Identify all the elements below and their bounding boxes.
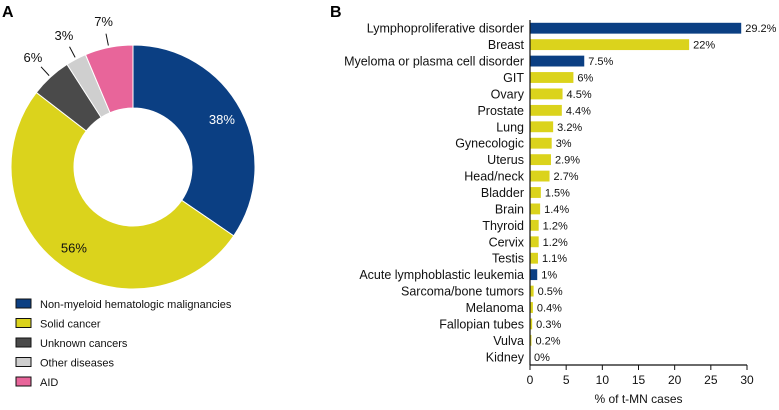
value-label-2: 7.5% <box>588 56 613 68</box>
bar-6 <box>530 121 554 133</box>
bar-12 <box>530 219 539 231</box>
value-label-18: 0.3% <box>536 319 561 331</box>
category-label-7: Gynecologic <box>455 137 524 151</box>
category-label-11: Brain <box>495 202 524 216</box>
x-tick-label-3: 15 <box>632 373 646 387</box>
bar-1 <box>530 39 690 51</box>
value-label-12: 1.2% <box>543 220 568 232</box>
value-label-1: 22% <box>693 40 715 52</box>
value-label-9: 2.7% <box>554 171 579 183</box>
bar-11 <box>530 203 541 215</box>
category-label-2: Myeloma or plasma cell disorder <box>344 55 524 69</box>
bar-8 <box>530 154 551 166</box>
legend-swatch-3 <box>15 357 32 367</box>
category-label-19: Vulva <box>493 334 524 348</box>
legend-swatch-2 <box>15 337 32 348</box>
category-label-1: Breast <box>488 38 525 52</box>
bar-14 <box>530 252 538 264</box>
bar-7 <box>530 137 552 149</box>
donut-value-label-0: 38% <box>209 112 235 127</box>
x-axis-title: % of t-MN cases <box>594 392 682 406</box>
bar-4 <box>530 88 563 100</box>
value-label-7: 3% <box>556 138 572 150</box>
bar-3 <box>530 72 574 83</box>
category-label-9: Head/neck <box>464 170 525 184</box>
bar-9 <box>530 170 550 182</box>
value-label-20: 0% <box>534 352 550 364</box>
category-label-20: Kidney <box>486 350 525 364</box>
bar-13 <box>530 236 539 248</box>
value-label-4: 4.5% <box>567 89 592 101</box>
category-label-17: Melanoma <box>466 301 524 315</box>
bar-17 <box>530 302 533 313</box>
value-label-6: 3.2% <box>557 122 582 134</box>
donut-legend: Non-myeloid hematologic malignanciesSoli… <box>15 298 232 389</box>
category-label-13: Cervix <box>489 235 525 249</box>
value-label-16: 0.5% <box>538 286 563 298</box>
x-tick-label-0: 0 <box>527 373 534 387</box>
panel-a-label: A <box>2 4 14 21</box>
x-tick-label-2: 10 <box>596 373 610 387</box>
category-label-6: Lung <box>496 120 524 134</box>
bar-10 <box>530 187 541 198</box>
bar-15 <box>530 269 538 281</box>
category-label-0: Lymphoproliferative disorder <box>367 22 524 36</box>
bar-5 <box>530 104 562 116</box>
donut-value-label-1: 56% <box>61 240 87 255</box>
x-tick-label-1: 5 <box>563 373 570 387</box>
category-label-4: Ovary <box>491 87 525 101</box>
legend-label-0: Non-myeloid hematologic malignancies <box>40 299 232 311</box>
value-label-14: 1.1% <box>542 253 567 265</box>
donut-value-label-2: 6% <box>24 50 43 65</box>
donut-chart: 38% 56% 6% 3% 7% <box>10 14 256 290</box>
donut-slice-1 <box>10 91 235 290</box>
legend-swatch-1 <box>15 318 32 328</box>
donut-leader-line-4 <box>105 33 109 46</box>
value-label-5: 4.4% <box>566 105 591 117</box>
category-label-18: Fallopian tubes <box>439 317 524 331</box>
bar-18 <box>530 318 533 330</box>
donut-slice-0 <box>132 44 256 237</box>
value-label-13: 1.2% <box>543 237 568 249</box>
category-label-10: Bladder <box>481 186 524 200</box>
x-tick-label-5: 25 <box>704 373 718 387</box>
bar-0 <box>530 22 742 34</box>
legend-swatch-0 <box>15 298 32 309</box>
category-label-12: Thyroid <box>482 219 524 233</box>
value-label-17: 0.4% <box>537 303 562 315</box>
donut-leader-line-2 <box>40 66 50 76</box>
category-label-14: Testis <box>492 252 524 266</box>
bar-2 <box>530 55 585 67</box>
value-label-15: 1% <box>541 270 557 282</box>
bar-16 <box>530 285 534 297</box>
x-tick-label-6: 30 <box>740 373 754 387</box>
bar-chart: Lymphoproliferative disorder 29.2% Breast 2… <box>344 20 777 406</box>
legend-swatch-4 <box>15 376 32 387</box>
x-tick-label-4: 20 <box>668 373 682 387</box>
value-label-10: 1.5% <box>545 188 570 200</box>
bar-19 <box>530 334 532 346</box>
category-label-5: Prostate <box>477 104 524 118</box>
category-label-3: GIT <box>503 71 524 85</box>
category-label-16: Sarcoma/bone tumors <box>401 285 524 299</box>
panel-b-label: B <box>330 4 342 21</box>
legend-label-1: Solid cancer <box>40 319 101 331</box>
donut-leader-line-3 <box>69 46 76 58</box>
value-label-0: 29.2% <box>745 23 776 35</box>
donut-value-label-3: 3% <box>55 28 74 43</box>
legend-label-4: AID <box>40 377 58 389</box>
value-label-19: 0.2% <box>535 335 560 347</box>
donut-value-label-4: 7% <box>94 14 113 29</box>
legend-label-3: Other diseases <box>40 358 114 370</box>
legend-label-2: Unknown cancers <box>40 338 128 350</box>
category-label-8: Uterus <box>487 153 524 167</box>
category-label-15: Acute lymphoblastic leukemia <box>359 268 524 282</box>
donut-slice-4 <box>84 44 134 114</box>
value-label-11: 1.4% <box>544 204 569 216</box>
value-label-3: 6% <box>577 73 593 85</box>
value-label-8: 2.9% <box>555 155 580 167</box>
